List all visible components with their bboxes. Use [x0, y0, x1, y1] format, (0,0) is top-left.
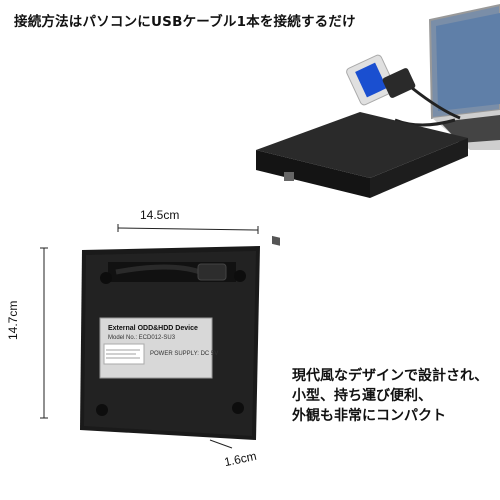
width-dimension-label: 14.5cm: [140, 208, 180, 222]
drive-perspective-image: [256, 112, 468, 246]
feature-list: 現代風なデザインで設計され、 小型、持ち運び便利、 外観も非常にコンパクト: [292, 366, 488, 426]
laptop-image: [428, 3, 500, 150]
headline: 接続方法はパソコンにUSBケーブル1本を接続するだけ: [14, 14, 356, 30]
usb-plug-image: [346, 54, 461, 127]
drive-bottom-image: [80, 246, 260, 440]
device-label-title: External ODD&HDD Device: [108, 325, 198, 332]
device-label-line-1: Model No.: ECD012-SU3: [108, 335, 176, 341]
width-dimension-line: [117, 224, 259, 234]
height-dimension-label: 14.7cm: [6, 300, 20, 340]
height-dimension-line: [40, 247, 48, 419]
feature-line: 小型、持ち運び便利、: [292, 388, 432, 404]
device-label-line-2: POWER SUPPLY: DC 5V: [150, 351, 218, 357]
depth-dimension-line: [209, 439, 233, 449]
feature-line: 外観も非常にコンパクト: [292, 408, 446, 424]
feature-line: 現代風なデザインで設計され、: [292, 368, 489, 384]
